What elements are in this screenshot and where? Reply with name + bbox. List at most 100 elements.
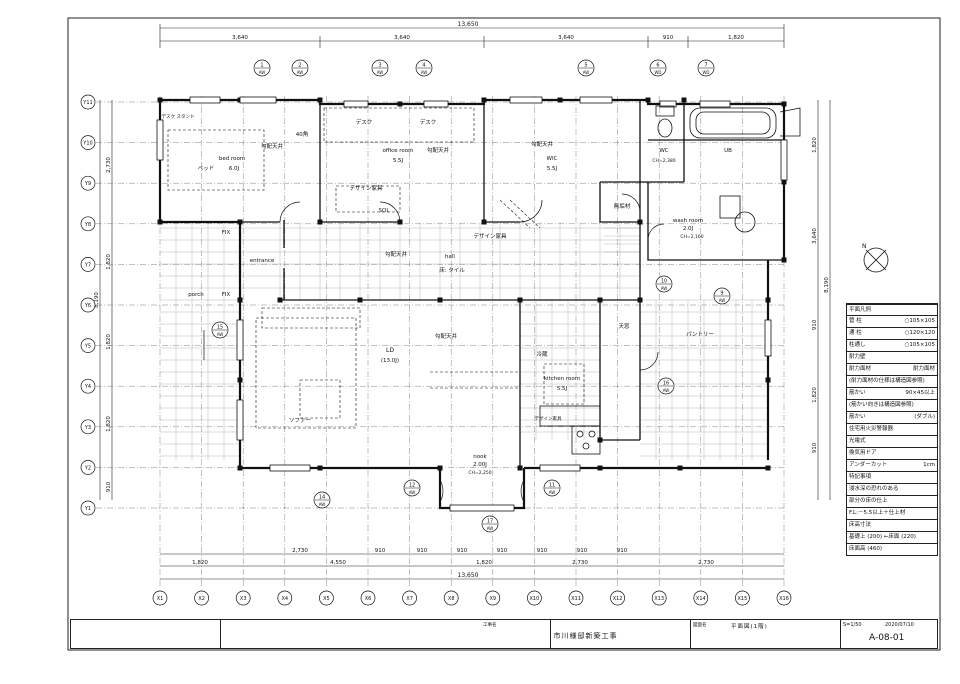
- legend-cell: 管 柱○105×105: [849, 318, 935, 324]
- dim-bottom-b-1: 910: [375, 548, 386, 554]
- room-kouhai1: 勾配天井: [261, 142, 284, 150]
- window-marker-4: 4AW: [415, 59, 433, 77]
- column: [481, 219, 487, 225]
- window-marker-6: 6WD: [649, 59, 667, 77]
- dim-bottom-b-6: 910: [577, 548, 588, 554]
- grid-bubble-x10: X10: [527, 590, 542, 606]
- walls: [158, 98, 786, 510]
- svg-text:AW: AW: [487, 526, 494, 531]
- grid-bubble-x14: X14: [693, 590, 709, 606]
- room-sofa: ソファー: [289, 417, 311, 424]
- svg-text:AW: AW: [661, 286, 668, 291]
- dim-top-total: 13,650: [458, 21, 479, 28]
- svg-text:AW: AW: [409, 490, 416, 495]
- dim-left-total: 8,190: [94, 292, 100, 308]
- dim-left-2: 1,820: [106, 334, 112, 350]
- legend-cell: 通 柱 ○120×120: [849, 330, 935, 336]
- legend-row: 柱通し○105×105: [847, 339, 937, 351]
- window-marker-2: 2AW: [291, 59, 309, 77]
- legend-item-value: ○105×105: [904, 318, 935, 325]
- svg-text:9: 9: [720, 291, 723, 297]
- legend-item-label: 通 柱: [849, 330, 862, 337]
- room-design3: デザイン家具: [535, 415, 562, 422]
- furniture: [167, 107, 585, 429]
- legend-item-label: 部分の床の仕上: [849, 498, 888, 505]
- dim-right-total: 8,190: [824, 277, 830, 293]
- room-kouhai4: 勾配天井: [385, 250, 408, 258]
- column: [637, 297, 643, 303]
- grid-bubble-y5: Y5: [80, 338, 96, 353]
- dim-top-3: 910: [663, 35, 674, 41]
- room-stand: デスク スタンド: [162, 113, 195, 120]
- grid-bubble-y2: Y2: [80, 460, 96, 475]
- column: [597, 465, 603, 471]
- column: [765, 297, 771, 303]
- doors: [203, 193, 665, 503]
- svg-text:AW: AW: [377, 70, 384, 75]
- svg-text:Y7: Y7: [84, 262, 91, 268]
- svg-text:Y11: Y11: [82, 100, 92, 106]
- svg-text:2: 2: [298, 63, 301, 69]
- tb-drawing: 図面名 平面図(1階): [691, 620, 841, 648]
- legend-title: 平面凡例: [847, 304, 937, 315]
- svg-text:5: 5: [584, 63, 587, 69]
- legend-cell: 耐力面材耐力面材: [849, 366, 935, 372]
- legend-row: 部分の床の仕上: [847, 495, 937, 507]
- grid-bubble-y10: Y10: [80, 135, 96, 150]
- room-reizo: 冷蔵: [536, 350, 548, 358]
- room-kouhai5: 勾配天井: [435, 332, 458, 340]
- legend-item-value: ○120×120: [904, 330, 935, 337]
- svg-text:X1: X1: [157, 596, 164, 602]
- legend-item-value: 90×45以上: [905, 390, 935, 397]
- column: [237, 297, 243, 303]
- svg-text:AW: AW: [421, 70, 428, 75]
- column: [437, 465, 443, 471]
- legend-item-label: 住宅用火災警報器: [849, 426, 894, 433]
- svg-text:X5: X5: [323, 596, 330, 602]
- legend-row: 管 柱○105×105: [847, 315, 937, 327]
- legend-item-value: ○105×105: [904, 342, 935, 349]
- north-label: N: [862, 243, 867, 250]
- legend-cell: 特記事項: [849, 474, 935, 480]
- legend-item-label: (筋かい向きは構造図参照): [849, 402, 914, 409]
- column: [237, 377, 243, 383]
- svg-text:7: 7: [704, 63, 707, 69]
- dim-top-4: 1,820: [728, 35, 744, 41]
- column: [437, 297, 443, 303]
- room-wash-area: 2.0J: [683, 226, 694, 232]
- tb-blank-a: [71, 620, 221, 648]
- room-ld: LD: [386, 347, 394, 354]
- legend-row: 基礎上 (200) ←床面 (220): [847, 531, 937, 543]
- dim-bottom-a-2: 1,820: [476, 560, 492, 566]
- legend-row: (筋かい向きは構造図参照): [847, 399, 937, 411]
- column: [277, 297, 283, 303]
- column: [765, 465, 771, 471]
- column: [557, 97, 563, 103]
- svg-text:Y5: Y5: [84, 344, 91, 350]
- room-tenkyu: 天窓: [618, 322, 630, 330]
- legend-cell: 耐力壁: [849, 354, 935, 360]
- dim-bottom-b-3: 910: [457, 548, 468, 554]
- interior-walls: [160, 100, 784, 468]
- grid-bubble-x1: X1: [152, 590, 168, 606]
- column: [781, 179, 787, 185]
- legend-item-label: アンダーカット: [849, 462, 888, 469]
- legend-cell: 光電式: [849, 438, 935, 444]
- room-nook-area: 2.00J: [473, 462, 487, 468]
- svg-text:Y8: Y8: [84, 222, 91, 228]
- room-design1: デザイン家具: [349, 184, 383, 192]
- svg-text:AW: AW: [297, 70, 304, 75]
- room-ch1: CH=2,380: [652, 158, 675, 164]
- room-bed: bed room: [219, 156, 245, 162]
- column: [317, 465, 323, 471]
- dim-bottom-b-0: 2,730: [292, 548, 308, 554]
- legend-cell: 浸水深の恐れのある: [849, 486, 935, 492]
- legend-cell: 住宅用火災警報器: [849, 426, 935, 432]
- column: [157, 219, 163, 225]
- svg-text:1: 1: [260, 63, 263, 69]
- tile-floor: [160, 222, 768, 460]
